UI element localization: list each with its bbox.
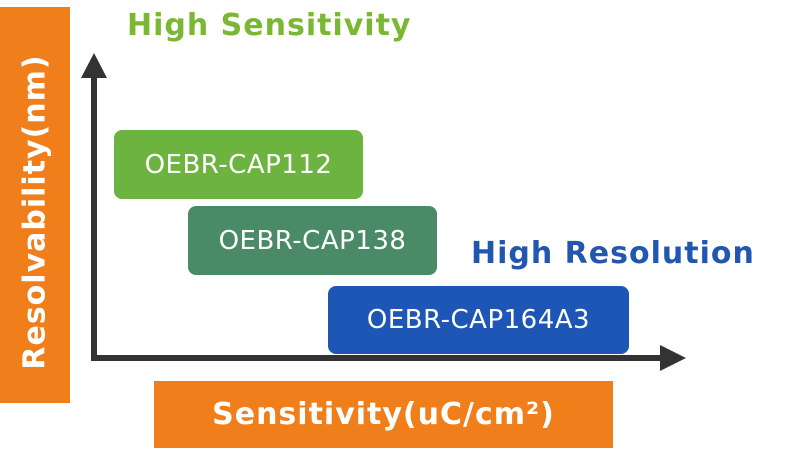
product-oebr-cap164a3: OEBR-CAP164A3 — [328, 286, 629, 354]
product-oebr-cap138: OEBR-CAP138 — [188, 206, 437, 275]
x-axis-arrow-icon — [660, 345, 686, 371]
x-axis-label: Sensitivity(uC/cm²) — [212, 397, 555, 432]
product-oebr-cap112: OEBR-CAP112 — [114, 130, 363, 199]
y-axis-label-box: Resolvability(nm) — [0, 7, 70, 403]
x-axis-label-box: Sensitivity(uC/cm²) — [154, 381, 613, 448]
y-axis-arrow-icon — [81, 53, 107, 78]
high-sensitivity-label: High Sensitivity — [127, 8, 412, 43]
high-resolution-label: High Resolution — [471, 236, 755, 271]
